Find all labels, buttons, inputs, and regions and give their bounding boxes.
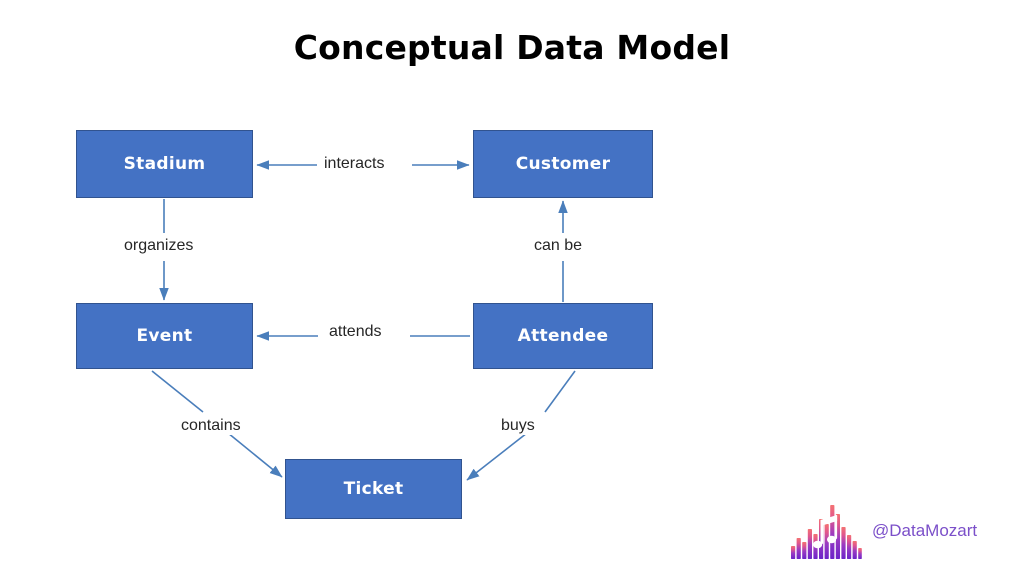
watermark-handle: @DataMozart (872, 521, 978, 540)
entity-box-stadium[interactable]: Stadium (76, 130, 253, 198)
connector-contains-lower (227, 432, 283, 478)
relationship-label-contains: contains (177, 417, 245, 435)
entity-box-ticket[interactable]: Ticket (285, 459, 462, 519)
connector-buys-lower (466, 432, 528, 481)
page-title: Conceptual Data Model (293, 28, 731, 67)
relationship-label-buys: buys (497, 417, 539, 435)
entity-label: Attendee (517, 326, 609, 346)
entity-label: Ticket (343, 479, 404, 499)
relationship-label-can-be: can be (530, 237, 587, 255)
relationship-label-interacts: interacts (320, 155, 389, 173)
connector-contains-upper (151, 370, 204, 413)
entity-label: Event (136, 326, 193, 346)
entity-box-attendee[interactable]: Attendee (473, 303, 653, 369)
entity-box-customer[interactable]: Customer (473, 130, 653, 198)
entity-label: Customer (515, 154, 611, 174)
watermark: @DataMozart (790, 498, 1010, 564)
connector-buys-upper (544, 370, 576, 413)
entity-label: Stadium (123, 154, 206, 174)
equalizer-music-note-icon (791, 505, 862, 559)
entity-box-event[interactable]: Event (76, 303, 253, 369)
relationship-label-organizes: organizes (120, 237, 198, 255)
relationship-label-attends: attends (325, 323, 386, 341)
